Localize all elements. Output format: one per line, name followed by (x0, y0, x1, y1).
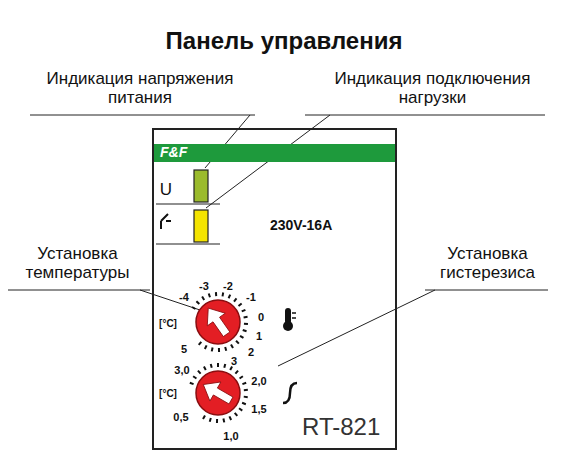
tick (231, 345, 233, 348)
scale-number: -1 (246, 291, 256, 303)
unit-label: [°C] (159, 388, 177, 399)
tick (199, 342, 202, 345)
temperature-dial (196, 300, 240, 344)
hysteresis-dial (196, 371, 240, 415)
relay-symbol (161, 214, 171, 229)
scale-number: 1,5 (251, 403, 266, 415)
tick (235, 413, 238, 416)
tick (244, 389, 248, 391)
tick (242, 310, 246, 312)
tick (240, 376, 243, 378)
tick (244, 323, 248, 325)
tick (242, 403, 246, 404)
tick (192, 307, 195, 309)
tick (222, 292, 225, 296)
tick (223, 364, 226, 368)
device-panel: 230V-16A RT-821 F&F (152, 128, 397, 450)
scale-number: 5 (181, 343, 187, 355)
tick (203, 416, 205, 419)
tick (238, 304, 241, 306)
tick (204, 367, 206, 371)
brand-band: F&F (154, 144, 395, 162)
brand-logo: F&F (160, 145, 187, 160)
tick (202, 297, 204, 300)
tick (209, 293, 210, 297)
scale-number: 2 (248, 346, 254, 358)
unit-label: [°C] (159, 318, 177, 329)
tick (216, 419, 218, 423)
scale-number: -2 (223, 280, 233, 292)
tick (218, 348, 220, 352)
tick (217, 363, 219, 367)
tick (225, 347, 226, 351)
tick (205, 345, 207, 349)
tick (244, 396, 248, 399)
scale-number: 1 (256, 330, 262, 342)
tick (235, 371, 238, 374)
indicator-letter: U (160, 181, 172, 200)
scale-ticks (190, 292, 248, 423)
tick (190, 383, 194, 384)
tick (215, 292, 217, 296)
tick (210, 418, 211, 422)
model-name: RT-821 (302, 414, 380, 440)
callout-label: Установка температуры (5, 245, 150, 282)
tick (222, 418, 225, 422)
tick (240, 336, 243, 338)
rating-text: 230V-16A (270, 218, 332, 233)
tick (244, 316, 248, 319)
scale-number: -3 (199, 280, 209, 292)
power-led (194, 170, 208, 202)
tick (243, 330, 247, 331)
tick (196, 301, 199, 304)
title: Панель управления (166, 28, 403, 54)
hysteresis-symbol (283, 383, 297, 403)
tick (242, 383, 246, 384)
separator (156, 203, 220, 204)
tick (229, 295, 231, 299)
tick (236, 341, 239, 344)
scale-number: 3,0 (174, 364, 189, 376)
callout-label: Индикация напряжения питания (30, 70, 250, 107)
thermometer-icon (283, 308, 296, 331)
tick (234, 298, 236, 301)
load-led (194, 210, 208, 242)
tick (239, 408, 242, 410)
tick (210, 364, 213, 368)
scale-number: 0,5 (173, 411, 188, 423)
scale-number: 0 (258, 311, 264, 323)
scale-number: 1,0 (223, 430, 238, 442)
leader-lines (8, 115, 548, 366)
tick (229, 416, 231, 420)
scale-number: -4 (179, 291, 189, 303)
tick (198, 371, 201, 374)
tick (193, 376, 196, 378)
callout-label: Индикация подключения нагрузки (325, 70, 540, 107)
callout-label: Установка гистерезиса (420, 245, 555, 282)
separator (156, 243, 220, 244)
scale-number: 2,0 (251, 375, 266, 387)
tick (211, 347, 214, 351)
scale-number: 3 (231, 355, 237, 367)
tick (230, 367, 232, 371)
